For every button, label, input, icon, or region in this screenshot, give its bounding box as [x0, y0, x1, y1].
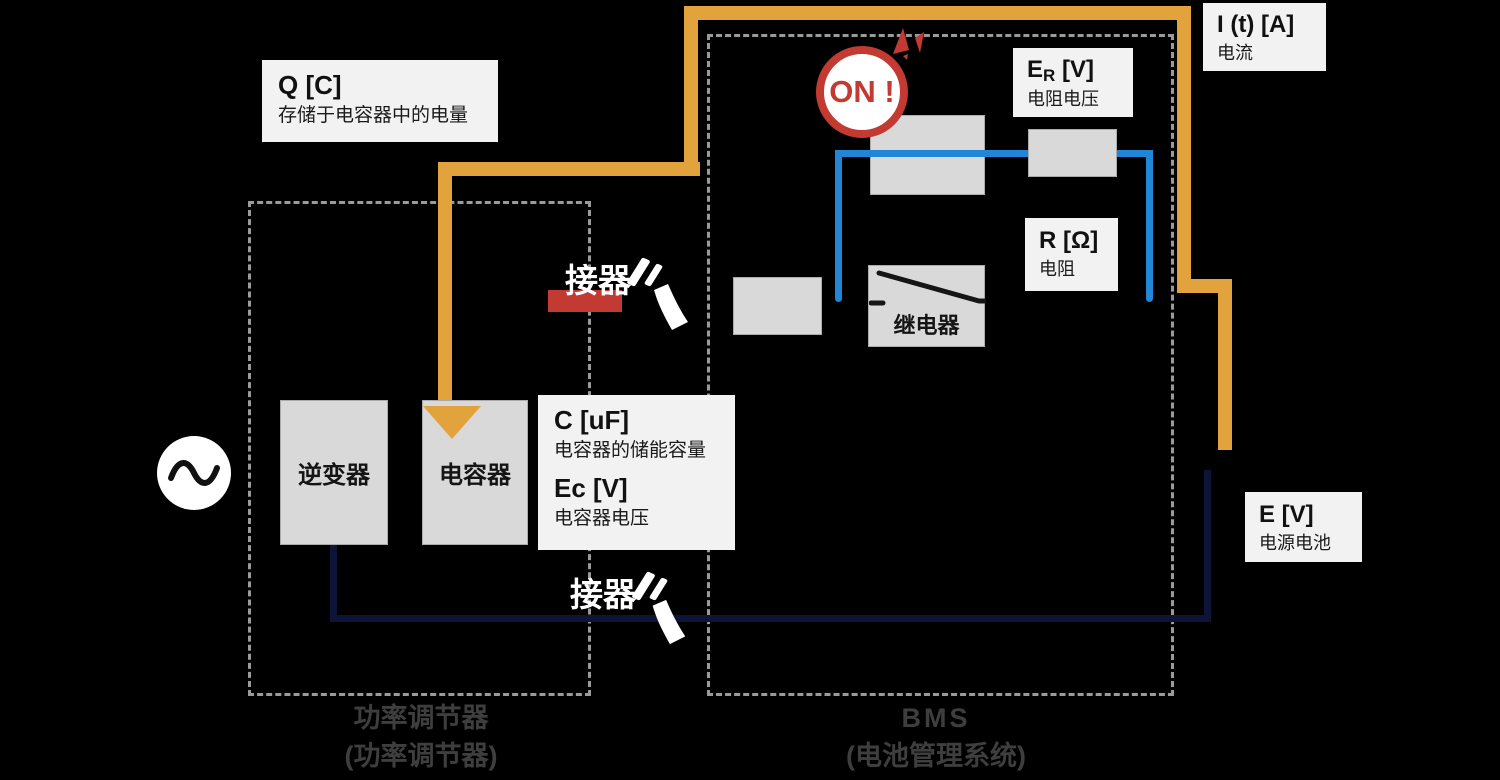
current-wire-segment: [438, 162, 700, 176]
measure-wire-segment: [835, 150, 1153, 157]
return-wire-segment: [330, 615, 1211, 622]
current-arrow-icon: [423, 406, 481, 439]
disconnect-red-bar: [548, 290, 622, 312]
e-desc: 电源电池: [1259, 533, 1331, 553]
i-title: I (t) [A]: [1217, 11, 1295, 38]
return-wire-segment: [1204, 470, 1211, 622]
current-wire-segment: [438, 162, 452, 410]
e-label-card: E [V] 电源电池: [1245, 492, 1362, 562]
bms-boundary: [707, 34, 1174, 696]
current-wire-segment: [1177, 6, 1191, 293]
inverter-box: 逆变器: [280, 400, 388, 545]
return-wire-segment: [330, 545, 337, 622]
capacitor-label: 电容器: [439, 462, 511, 489]
c-desc: 电容器的储能容量: [554, 439, 707, 461]
sine-wave-icon: [168, 460, 220, 486]
swoosh-icon: [654, 284, 688, 330]
q-desc: 存储于电容器中的电量: [278, 104, 469, 126]
r-label-card: R [Ω] 电阻: [1025, 218, 1118, 291]
q-label-card: Q [C] 存储于电容器中的电量: [262, 60, 498, 142]
on-badge: ON !: [816, 46, 908, 138]
connector-mark-text: 接器: [570, 576, 636, 613]
current-wire-segment: [684, 6, 698, 176]
inverter-label: 逆变器: [298, 462, 370, 489]
controller-box: [733, 277, 822, 335]
q-title: Q [C]: [278, 70, 342, 100]
measure-wire-segment: [835, 150, 842, 302]
e-title: E [V]: [1259, 501, 1314, 528]
relay-label: 继电器: [893, 313, 960, 338]
er-title: ER [V]: [1027, 56, 1094, 85]
relay-box: 继电器: [868, 265, 986, 347]
r-desc: 电阻: [1039, 259, 1075, 279]
measure-wire-segment: [1146, 150, 1153, 302]
pc-label-line1: 功率调节器: [353, 703, 489, 733]
resistor-box: [1028, 129, 1117, 177]
pc-label-line2: (功率调节器): [344, 741, 498, 771]
c-label-card: C [uF] 电容器的储能容量 Ec [V] 电容器电压: [538, 395, 735, 550]
relay-switch-icon: [869, 270, 986, 306]
current-wire-segment: [684, 6, 1191, 20]
c-title: C [uF]: [554, 405, 630, 435]
bms-label-line2: (电池管理系统): [846, 741, 1026, 771]
power-conditioner-section-label: 功率调节器 (功率调节器): [271, 699, 571, 775]
i-label-card: I (t) [A] 电流: [1203, 3, 1326, 71]
on-badge-label: ON !: [829, 74, 895, 109]
ec-desc: 电容器电压: [554, 507, 650, 529]
r-title: R [Ω]: [1039, 227, 1099, 254]
er-label-card: ER [V] 电阻电压: [1013, 48, 1133, 117]
connector-mark-text: 接器: [565, 262, 631, 299]
i-desc: 电流: [1217, 43, 1253, 63]
spark-icon: [893, 28, 924, 60]
current-wire-segment: [1218, 279, 1232, 450]
bms-section-label: BMS (电池管理系统): [786, 699, 1086, 775]
er-desc: 电阻电压: [1027, 89, 1099, 110]
swoosh-icon: [652, 599, 686, 645]
ec-title: Ec [V]: [554, 473, 628, 504]
bms-label-line1: BMS: [901, 703, 971, 733]
ac-source-icon: [157, 436, 231, 510]
